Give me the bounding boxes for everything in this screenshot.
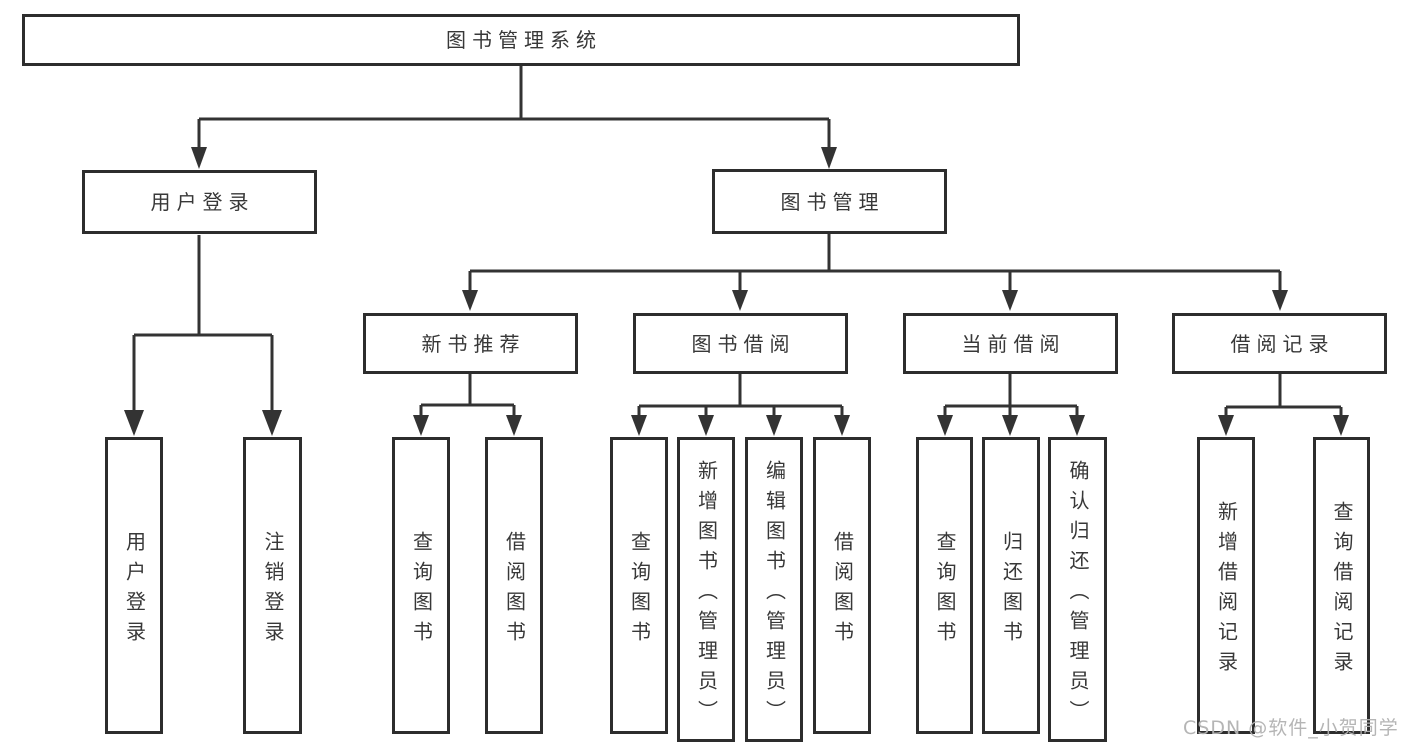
node-label: 借阅图书: [502, 530, 527, 651]
node-library-management-system: 图书管理系统: [22, 14, 1020, 66]
node-label: 确认归还（管理员）: [1066, 459, 1090, 730]
csdn-watermark: CSDN @软件_小贺同学: [1183, 717, 1399, 739]
node-label: 用户登录: [122, 530, 147, 651]
leaf-borrow-books-recommend: 借阅图书: [485, 437, 543, 734]
leaf-user-login: 用户登录: [105, 437, 163, 734]
node-label: 查询图书: [933, 530, 957, 651]
connector-book-management-to-level3: [468, 234, 1282, 293]
leaf-query-borrow-record: 查询借阅记录: [1313, 437, 1370, 734]
node-label: 查询借阅记录: [1330, 500, 1354, 681]
node-user-login: 用户登录: [82, 170, 317, 234]
node-label: 查询图书: [409, 530, 434, 651]
node-label: 查询图书: [627, 530, 652, 651]
leaf-logout-login: 注销登录: [243, 437, 302, 734]
leaf-query-books-current: 查询图书: [916, 437, 973, 734]
leaf-borrow-books-borrowing: 借阅图书: [813, 437, 871, 734]
node-book-management: 图书管理: [712, 169, 947, 234]
node-book-borrowing: 图书借阅: [633, 313, 848, 374]
node-label: 新增借阅记录: [1214, 500, 1239, 681]
leaf-return-books: 归还图书: [982, 437, 1040, 734]
node-label: 用户登录: [150, 190, 255, 214]
node-label: 图书管理系统: [446, 28, 602, 52]
node-label: 注销登录: [261, 530, 285, 651]
leaf-query-books-borrowing: 查询图书: [610, 437, 668, 734]
connector-current-borrowing-to-leaves: [943, 374, 1079, 418]
connector-user-login-to-leaves: [132, 235, 274, 413]
node-label: 图书借阅: [691, 331, 796, 356]
node-label: 编辑图书（管理员）: [762, 459, 787, 730]
leaf-edit-books-admin: 编辑图书（管理员）: [745, 437, 803, 742]
leaf-add-borrow-record: 新增借阅记录: [1197, 437, 1255, 734]
connector-new-book-to-leaves: [419, 374, 516, 418]
node-label: 图书管理: [780, 189, 885, 214]
node-current-borrowing: 当前借阅: [903, 313, 1118, 374]
node-new-book-recommendation: 新书推荐: [363, 313, 578, 374]
leaf-query-books-recommend: 查询图书: [392, 437, 450, 734]
node-label: 当前借阅: [961, 331, 1066, 356]
connector-book-borrowing-to-leaves: [637, 374, 844, 418]
leaf-add-books-admin: 新增图书（管理员）: [677, 437, 735, 742]
node-label: 新增图书（管理员）: [694, 459, 719, 730]
node-borrowing-records: 借阅记录: [1172, 313, 1387, 374]
node-label: 借阅图书: [830, 530, 855, 651]
node-label: 新书推荐: [421, 331, 526, 356]
connector-root-to-level2: [197, 66, 831, 150]
node-label: 归还图书: [999, 530, 1024, 651]
node-label: 借阅记录: [1230, 331, 1335, 356]
arrowheads: [124, 147, 1349, 436]
leaf-confirm-return-admin: 确认归还（管理员）: [1048, 437, 1107, 742]
connector-borrowing-records-to-leaves: [1224, 374, 1343, 418]
